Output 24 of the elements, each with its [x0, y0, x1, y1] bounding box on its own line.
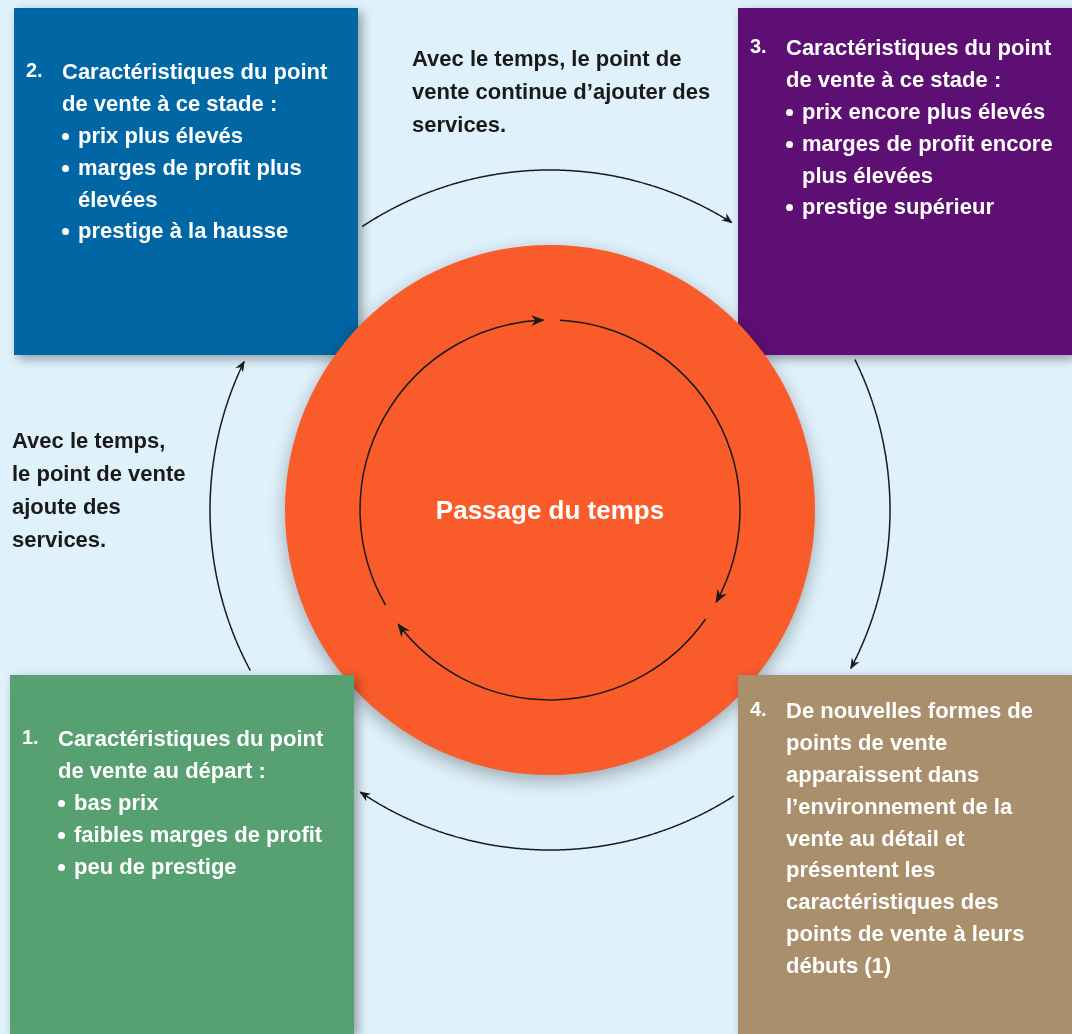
- stage-heading: De nouvelles formes de points de vente apparaissent dans l’environnement de la vente au détail et présentent les caractéristiques des points de vente à leurs débuts (1): [786, 697, 1034, 981]
- bullet-text: prix encore plus élevés: [802, 97, 1046, 126]
- stage-heading: Caractéristiques du point de vente au départ :: [58, 725, 325, 785]
- bullet-text: prestige à la hausse: [78, 217, 289, 246]
- stage-box: [10, 675, 354, 1034]
- stage-number: 1.: [22, 725, 40, 750]
- bullet-text: prestige supérieur: [802, 193, 994, 222]
- bullet-text: faibles marges de profit: [74, 820, 323, 849]
- stage-box: [738, 8, 1072, 355]
- stage-number: 4.: [750, 697, 768, 722]
- cycle-arrow: [209, 360, 252, 672]
- stage-heading: Caractéristiques du point de vente à ce stade :: [786, 34, 1053, 94]
- stage-box: [14, 8, 358, 355]
- bullet-text: peu de prestige: [74, 852, 237, 881]
- circle-label: Passage du temps: [435, 493, 665, 527]
- cycle-arrow: [361, 169, 733, 228]
- stage-heading: Caractéristiques du point de vente à ce stade :: [62, 58, 329, 118]
- stage-box: [738, 675, 1072, 1034]
- stage-number: 3.: [750, 34, 768, 59]
- bullet-text: bas prix: [74, 788, 159, 817]
- cycle-arrow: [850, 358, 891, 670]
- stage-number: 2.: [26, 58, 44, 83]
- cycle-arrow: [359, 791, 735, 851]
- bullet-text: prix plus élevés: [78, 121, 244, 150]
